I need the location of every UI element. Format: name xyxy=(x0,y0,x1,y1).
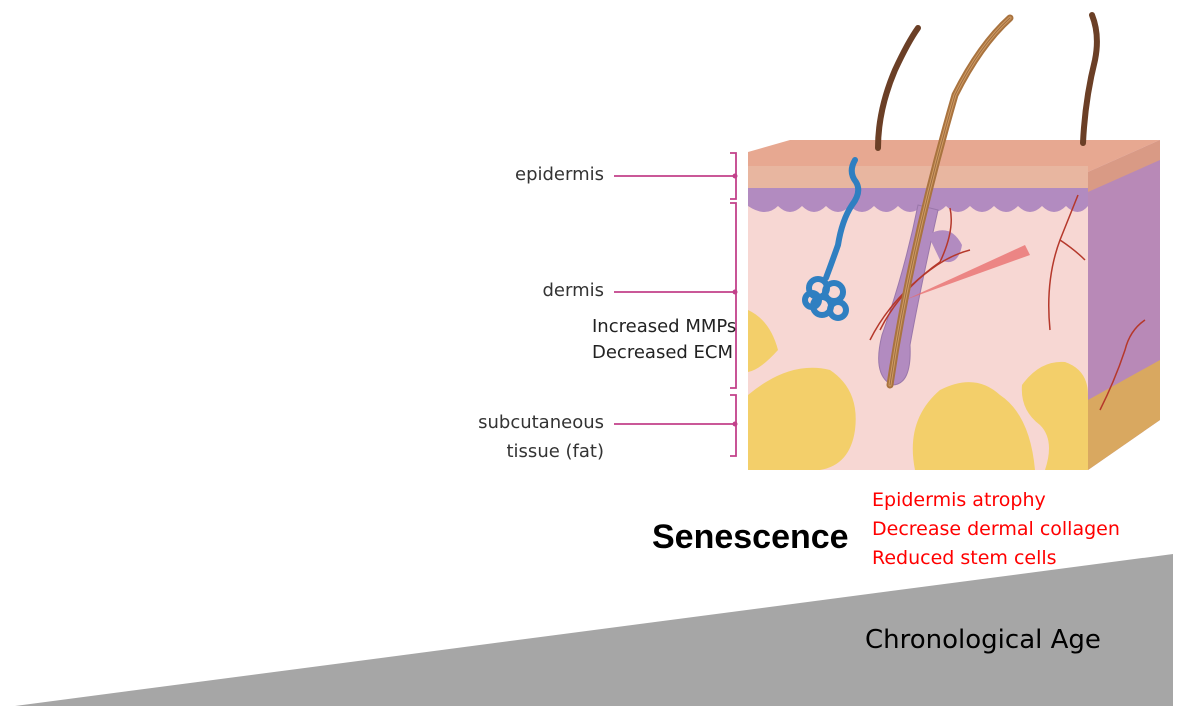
blood-vessel-icon xyxy=(869,194,1146,411)
dermis-bracket xyxy=(730,202,737,389)
fat-lobule-left xyxy=(748,310,778,372)
senescence-effects: Epidermis atrophy Decrease dermal collag… xyxy=(872,486,1120,573)
dermis-leader-dot xyxy=(732,289,738,295)
basal-layer xyxy=(748,188,1088,212)
sebaceous-gland xyxy=(928,230,962,263)
sweat-gland-icon xyxy=(802,157,862,321)
subcutaneous-label-line2: tissue (fat) xyxy=(506,441,605,462)
fat-lobule-bottom-left xyxy=(748,367,856,470)
subcutaneous-label-line1: subcutaneous xyxy=(478,412,604,433)
dermis-notes: Increased MMPs Decreased ECM xyxy=(592,314,736,366)
effect-reduced-stem-cells: Reduced stem cells xyxy=(872,547,1057,569)
epidermis-label: epidermis xyxy=(515,164,604,185)
subcutaneous-leader-dot xyxy=(732,421,738,427)
side-epidermis xyxy=(1088,140,1160,192)
dermis-label: dermis xyxy=(542,280,605,301)
epidermis-leader-dot xyxy=(732,173,738,179)
dermis-note-mmps: Increased MMPs xyxy=(592,316,737,337)
side-fat-region xyxy=(1088,360,1160,470)
chronological-age-ramp xyxy=(15,554,1173,706)
skin-cross-section-illustration xyxy=(748,12,1160,470)
hair-strand-icon xyxy=(875,12,1100,389)
fat-lobule-bottom-mid xyxy=(912,382,1035,470)
fat-lobule-right xyxy=(1021,361,1088,470)
dermis-note-ecm: Decreased ECM xyxy=(592,342,734,363)
chronological-age-label: Chronological Age xyxy=(865,625,1101,655)
effect-epidermis-atrophy: Epidermis atrophy xyxy=(872,489,1046,511)
effect-decrease-collagen: Decrease dermal collagen xyxy=(872,518,1120,540)
epidermis-region xyxy=(748,166,1088,188)
layer-leader-lines xyxy=(614,152,737,457)
arrector-pili-muscle xyxy=(905,245,1030,300)
senescence-title: Senescence xyxy=(652,518,849,556)
